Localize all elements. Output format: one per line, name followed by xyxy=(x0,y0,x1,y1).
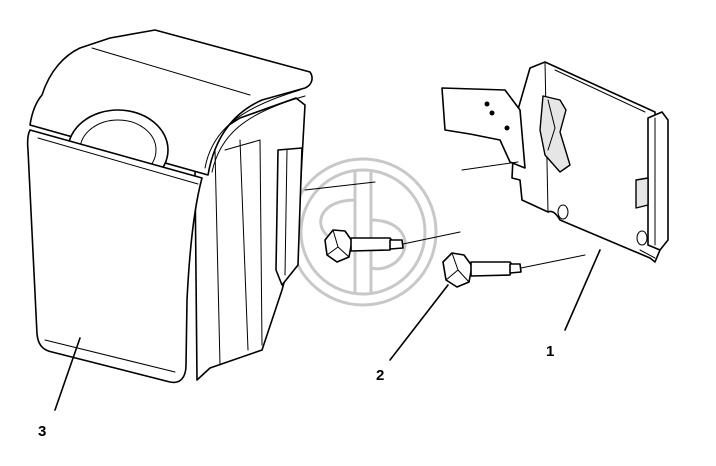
part-3-cover xyxy=(26,29,313,384)
assembly-line-top xyxy=(304,181,376,191)
part-label-3: 3 xyxy=(38,423,46,440)
part-2-bolt-upper xyxy=(324,229,461,263)
part-2-bolt-lower xyxy=(442,252,586,288)
part-1-bracket xyxy=(441,61,669,263)
leader-line-2 xyxy=(389,284,449,361)
part-label-1: 1 xyxy=(546,343,554,360)
assembly-line-bracket xyxy=(461,161,519,171)
leader-line-1 xyxy=(564,249,601,331)
leader-line-3 xyxy=(54,337,81,411)
part-label-2: 2 xyxy=(376,367,384,384)
watermark-logo xyxy=(288,157,438,307)
